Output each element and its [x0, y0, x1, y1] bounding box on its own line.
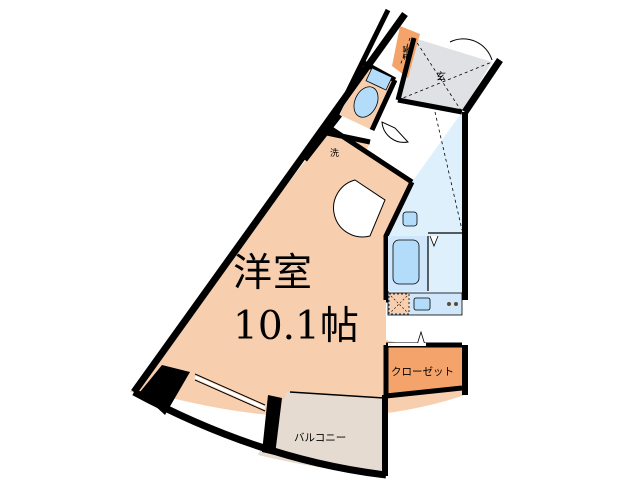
- entrance-wall-right: [462, 58, 503, 114]
- entrance-label: 玄: [436, 72, 446, 83]
- bath-partition: [427, 232, 462, 291]
- shoe-storage-label: 靴箱: [402, 46, 410, 60]
- main-room-label: 洋室: [233, 251, 314, 296]
- column-left: [140, 365, 190, 415]
- window-main-frame: [194, 373, 266, 412]
- column-balcony: [262, 395, 282, 455]
- room-door-swing: [333, 179, 386, 238]
- closet-door-arrow: [416, 330, 426, 346]
- closet-door: [388, 343, 426, 346]
- stove-burner-2: [454, 302, 458, 306]
- entrance-floor: [398, 38, 492, 112]
- closet-floor: [386, 345, 462, 395]
- exterior-wall-left: [131, 11, 408, 395]
- toilet-bowl: [353, 86, 379, 118]
- entrance-door-swing: [449, 38, 493, 61]
- washroom-label: 洗: [330, 149, 340, 159]
- balcony-label: バルコニー: [294, 432, 347, 444]
- window-main: [194, 375, 266, 410]
- closet-label: クローゼット: [391, 366, 454, 378]
- stove-burner-1: [447, 302, 451, 306]
- toilet-tank: [365, 67, 393, 91]
- bath-door-arrow: [429, 235, 439, 248]
- washbasin: [402, 211, 418, 227]
- kitchen-sink: [413, 297, 431, 311]
- window-balcony: [289, 391, 385, 399]
- toilet-door-swing: [381, 121, 409, 143]
- dashed-guides: [397, 37, 493, 231]
- main-room-size: 10.1帖: [233, 304, 359, 349]
- bathtub: [392, 239, 420, 285]
